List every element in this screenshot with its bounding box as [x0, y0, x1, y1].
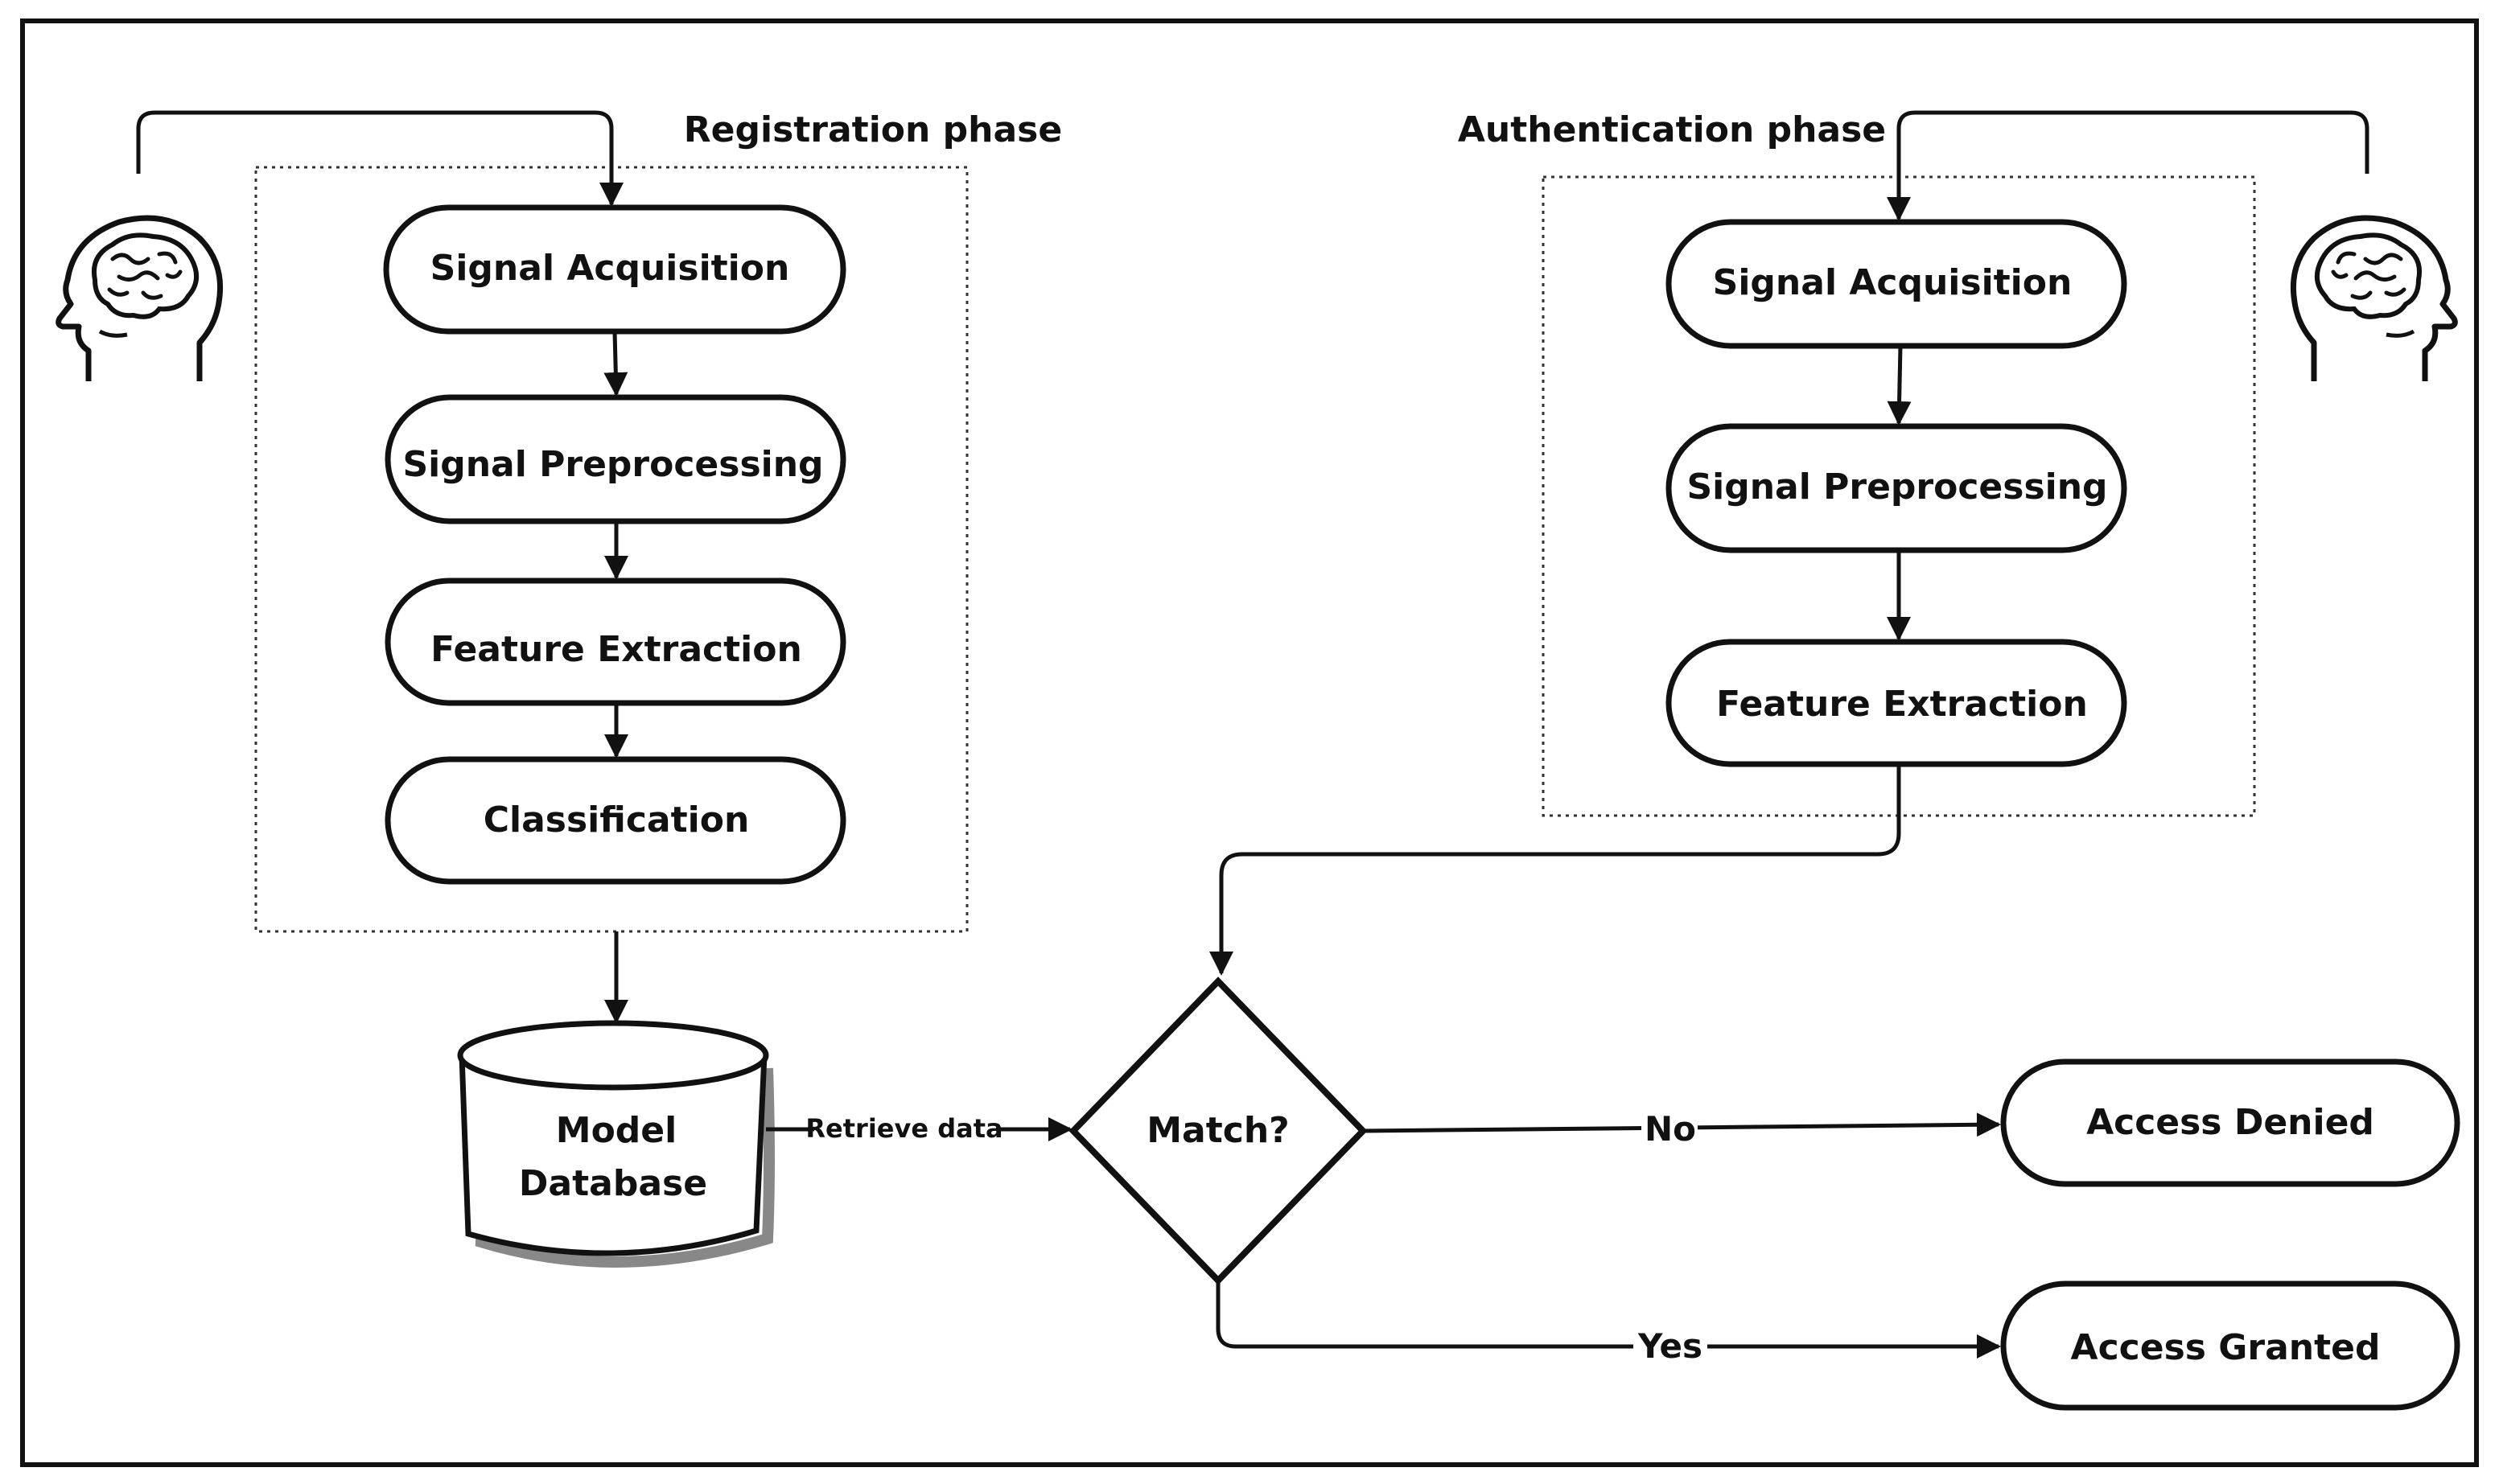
registration-step-signal-preprocessing: Signal Preprocessing: [385, 394, 846, 524]
edge-match-yes: [1216, 1281, 2001, 1359]
edge-user-to-registration: [136, 110, 624, 207]
outcome-access-granted: Access Granted: [2000, 1281, 2460, 1411]
registration-step-label: Signal Preprocessing: [402, 444, 823, 485]
match-decision-label: Match?: [1147, 1110, 1289, 1151]
database-label-line1: Model: [556, 1110, 677, 1151]
registration-step-label: Classification: [484, 800, 750, 841]
authentication-step-signal-acquisition: Signal Acquisition: [1665, 219, 2127, 349]
model-database: Model Database: [457, 1020, 775, 1268]
match-decision: Match?: [1068, 976, 1368, 1285]
registration-step-feature-extraction: Feature Extraction: [385, 578, 846, 706]
registration-step-classification: Classification: [385, 756, 846, 885]
retrieve-data-label: Retrieve data: [805, 1113, 1002, 1144]
no-label: No: [1645, 1109, 1696, 1149]
registration-step-signal-acquisition: Signal Acquisition: [383, 204, 846, 335]
no-label-bg: [1641, 1110, 1698, 1147]
authentication-phase-title: Authentication phase: [1458, 109, 1886, 150]
database-label-line2: Database: [519, 1163, 707, 1204]
registration-step-label: Signal Acquisition: [430, 248, 790, 289]
registration-phase-title: Registration phase: [684, 109, 1062, 150]
authentication-step-signal-preprocessing: Signal Preprocessing: [1665, 423, 2127, 553]
outcome-access-denied: Access Denied: [2000, 1059, 2460, 1187]
edge-reg-acq-to-pre: [603, 331, 628, 397]
edge-auth-to-match: [1209, 764, 1901, 976]
authentication-step-feature-extraction: Feature Extraction: [1665, 639, 2127, 767]
authentication-step-label: Feature Extraction: [1716, 684, 2088, 725]
registration-step-label: Feature Extraction: [430, 629, 802, 670]
human-head-brain-icon: [59, 218, 220, 381]
outer-frame: [20, 18, 2479, 1467]
authentication-step-label: Signal Acquisition: [1713, 262, 2073, 303]
access-denied-label: Access Denied: [2086, 1102, 2374, 1143]
human-head-brain-icon: [2293, 218, 2455, 381]
yes-label-bg: [1633, 1329, 1707, 1366]
access-granted-label: Access Granted: [2071, 1327, 2381, 1368]
edge-user-to-authentication: [1887, 110, 2369, 221]
edge-auth-acq-to-pre: [1887, 345, 1912, 425]
retrieve-label-bg: [814, 1112, 996, 1147]
authentication-step-label: Signal Preprocessing: [1686, 467, 2107, 508]
yes-label: Yes: [1637, 1326, 1702, 1366]
